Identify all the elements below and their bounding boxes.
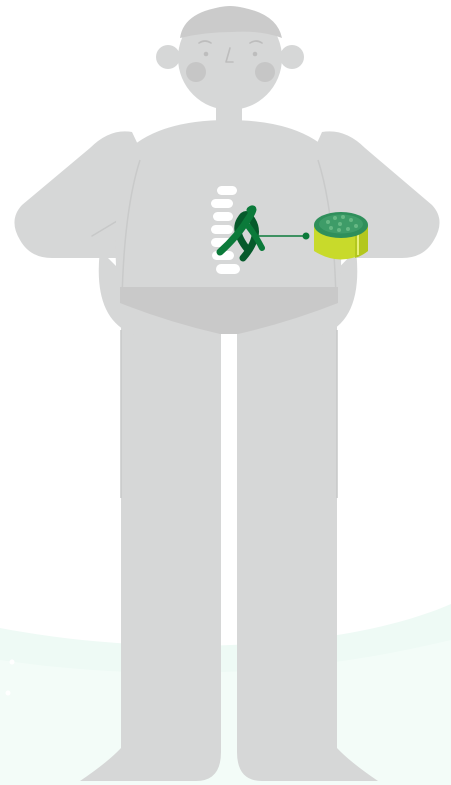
right-ear <box>280 45 304 69</box>
ground-dot <box>10 660 15 665</box>
head <box>156 6 304 110</box>
ground-dot <box>6 691 11 696</box>
vertebral-disc-icon <box>314 212 368 260</box>
left-ear <box>156 45 180 69</box>
left-eye <box>204 52 209 57</box>
right-cheek <box>255 62 275 82</box>
left-cheek <box>186 62 206 82</box>
right-eye <box>253 52 258 57</box>
